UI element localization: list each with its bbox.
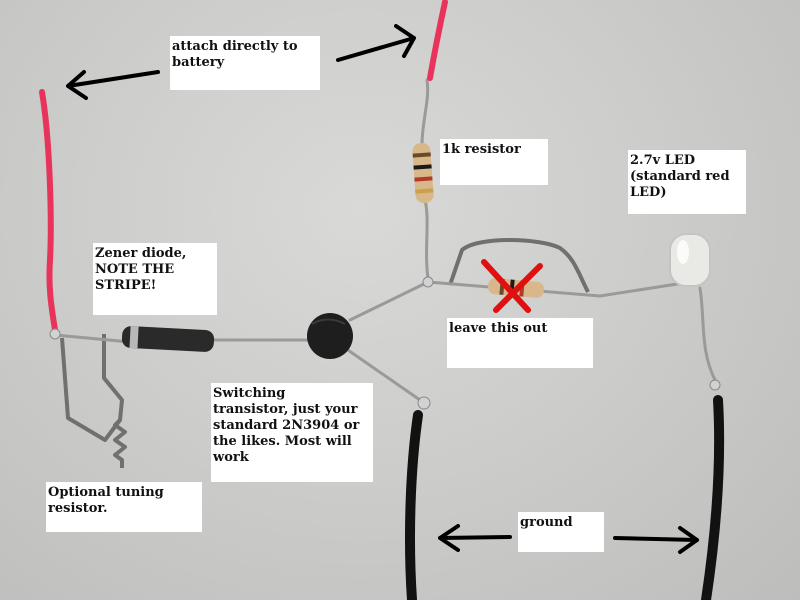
label-led: 2.7v LED (standard red LED) bbox=[628, 150, 746, 214]
arrow-ground-left bbox=[438, 524, 512, 552]
red-wire-left bbox=[39, 89, 58, 333]
label-1k-resistor: 1k resistor bbox=[440, 139, 548, 185]
label-transistor: Switching transistor, just your standard… bbox=[211, 383, 373, 482]
label-ground: ground bbox=[518, 512, 604, 552]
ground-wire-right bbox=[701, 395, 725, 600]
arrow-to-left-wire bbox=[66, 70, 160, 100]
joint-left bbox=[49, 328, 61, 340]
transistor-lead-right bbox=[348, 280, 430, 322]
joint-ground-left bbox=[417, 396, 431, 410]
junction-to-led-lead bbox=[426, 280, 692, 298]
bypass-loop-sketch bbox=[448, 238, 590, 293]
tuning-resistor-sketch bbox=[60, 334, 127, 468]
arrow-ground-right bbox=[613, 526, 699, 554]
resistor-1k bbox=[412, 142, 434, 204]
label-tuning-resistor: Optional tuning resistor. bbox=[46, 482, 202, 532]
zener-lead-left bbox=[53, 333, 132, 344]
joint-led-right bbox=[709, 379, 721, 391]
red-wire-top bbox=[427, 0, 448, 81]
arrow-to-top-wire bbox=[336, 24, 416, 62]
transistor-lead-down bbox=[343, 346, 422, 402]
ground-wire-left bbox=[405, 410, 423, 600]
led-lead-down bbox=[698, 286, 717, 382]
led bbox=[669, 233, 711, 287]
label-leave-out: leave this out bbox=[447, 318, 593, 368]
resistor-bottom-lead bbox=[423, 198, 430, 280]
label-attach-battery: attach directly to battery bbox=[170, 36, 320, 90]
joint-junction bbox=[422, 276, 434, 288]
resistor-top-lead bbox=[420, 78, 430, 147]
red-cross-mark bbox=[481, 259, 543, 313]
transistor bbox=[307, 313, 353, 359]
zener-diode bbox=[121, 326, 215, 352]
label-zener-diode: Zener diode, NOTE THE STRIPE! bbox=[93, 243, 217, 315]
